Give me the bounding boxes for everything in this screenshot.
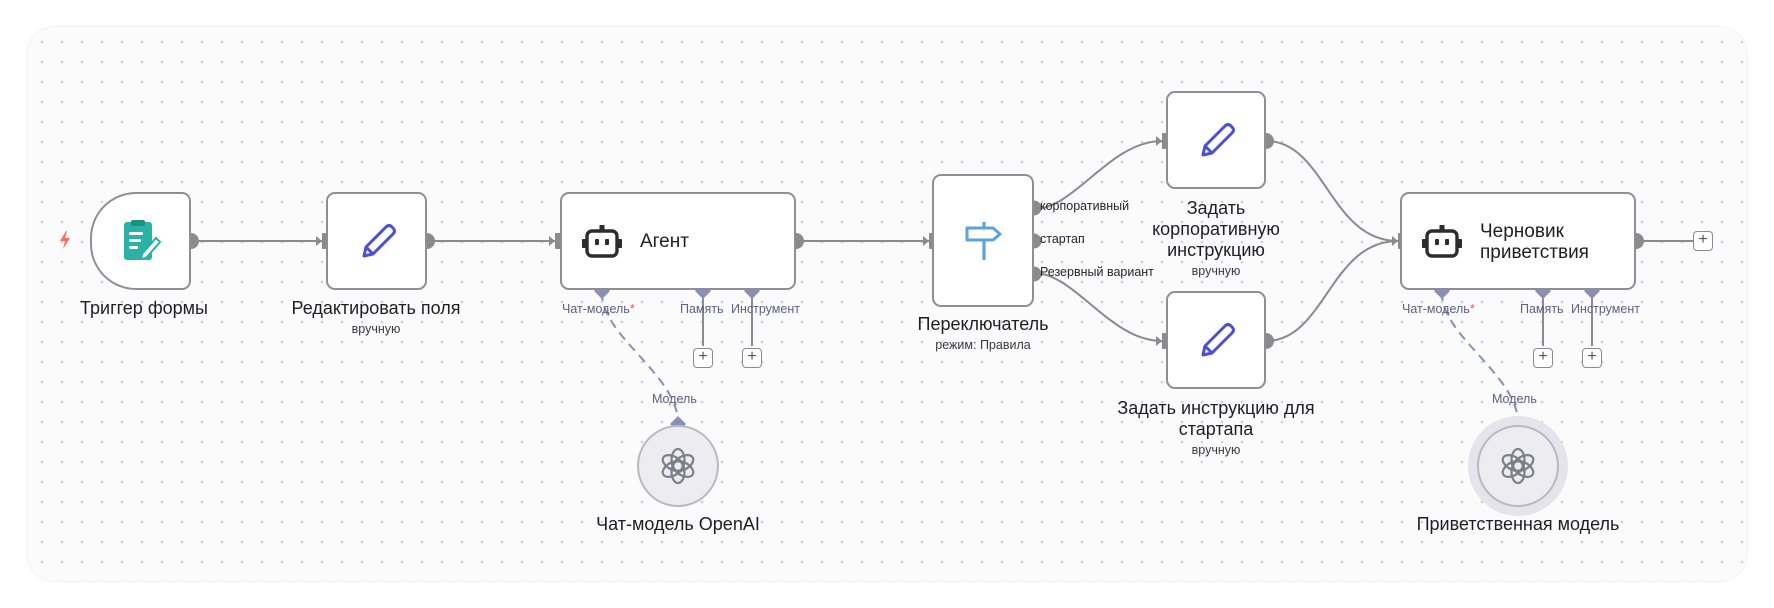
lightning-icon <box>58 230 72 255</box>
pen-icon <box>356 220 400 264</box>
form-icon <box>120 220 164 264</box>
agent-chat-model-text: Чат-модель <box>562 302 630 316</box>
robot-icon <box>582 222 622 262</box>
node-switch-sublabel: режим: Правила <box>935 338 1031 352</box>
node-switch-label: Переключатель <box>917 314 1049 334</box>
pen-icon <box>1195 119 1239 163</box>
node-greeting-model[interactable] <box>1477 425 1559 507</box>
node-set-corporate-instruction-label-line3: инструкцию <box>1167 240 1265 260</box>
draft-chat-model-text: Чат-модель <box>1402 302 1470 316</box>
node-edit-fields[interactable] <box>326 192 427 290</box>
switch-output-corporate-label: корпоративный <box>1040 199 1130 213</box>
node-draft-greeting-title-line1: Черновик <box>1480 221 1564 242</box>
openai-model-port-label: Модель <box>652 392 697 406</box>
node-set-corporate-instruction[interactable] <box>1166 91 1266 189</box>
agent-add-memory-button[interactable]: + <box>693 348 713 368</box>
node-draft-greeting[interactable]: Черновик приветствия <box>1400 192 1636 290</box>
required-mark: * <box>629 302 635 316</box>
greeting-model-port-label: Модель <box>1492 392 1537 406</box>
agent-memory-port-label: Память <box>680 302 724 316</box>
pen-icon <box>1195 319 1239 363</box>
node-edit-fields-label: Редактировать поля <box>291 298 461 318</box>
node-form-trigger-label: Триггер формы <box>80 298 208 318</box>
openai-icon <box>1501 447 1535 485</box>
node-agent-title: Агент <box>640 231 689 252</box>
draft-add-memory-button[interactable]: + <box>1533 348 1553 368</box>
draft-tool-port-label: Инструмент <box>1571 302 1640 316</box>
node-set-startup-instruction-sublabel: вручную <box>1191 443 1241 457</box>
node-agent[interactable]: Агент <box>560 192 796 290</box>
node-form-trigger[interactable] <box>90 192 191 290</box>
robot-icon <box>1422 222 1462 262</box>
draft-chat-model-port-label: Чат-модель* <box>1402 302 1475 316</box>
node-greeting-model-label: Приветственная модель <box>1416 514 1620 534</box>
switch-output-startup-label: стартап <box>1040 232 1085 246</box>
node-edit-fields-sublabel: вручную <box>351 322 401 336</box>
node-set-startup-instruction-label-line1: Задать инструкцию для <box>1117 398 1315 418</box>
signpost-icon <box>963 220 1005 262</box>
node-set-startup-instruction-label-line2: стартапа <box>1178 419 1254 439</box>
required-mark: * <box>1469 302 1475 316</box>
draft-add-tool-button[interactable]: + <box>1582 348 1602 368</box>
node-openai-chat-model-label: Чат-модель OpenAI <box>596 514 760 534</box>
draft-add-next-node-button[interactable]: + <box>1693 231 1713 251</box>
switch-output-fallback-label: Резервный вариант <box>1040 265 1154 279</box>
node-set-corporate-instruction-label-line2: корпоративную <box>1152 219 1280 239</box>
node-set-corporate-instruction-label-line1: Задать <box>1186 198 1246 218</box>
node-draft-greeting-title-line2: приветствия <box>1480 242 1589 263</box>
agent-add-tool-button[interactable]: + <box>742 348 762 368</box>
node-switch[interactable] <box>932 174 1034 307</box>
draft-memory-port-label: Память <box>1520 302 1564 316</box>
node-set-startup-instruction[interactable] <box>1166 291 1266 389</box>
agent-tool-port-label: Инструмент <box>731 302 800 316</box>
node-set-corporate-instruction-sublabel: вручную <box>1191 264 1241 278</box>
openai-icon <box>661 447 695 485</box>
node-openai-chat-model[interactable] <box>637 425 719 507</box>
agent-chat-model-port-label: Чат-модель* <box>562 302 635 316</box>
